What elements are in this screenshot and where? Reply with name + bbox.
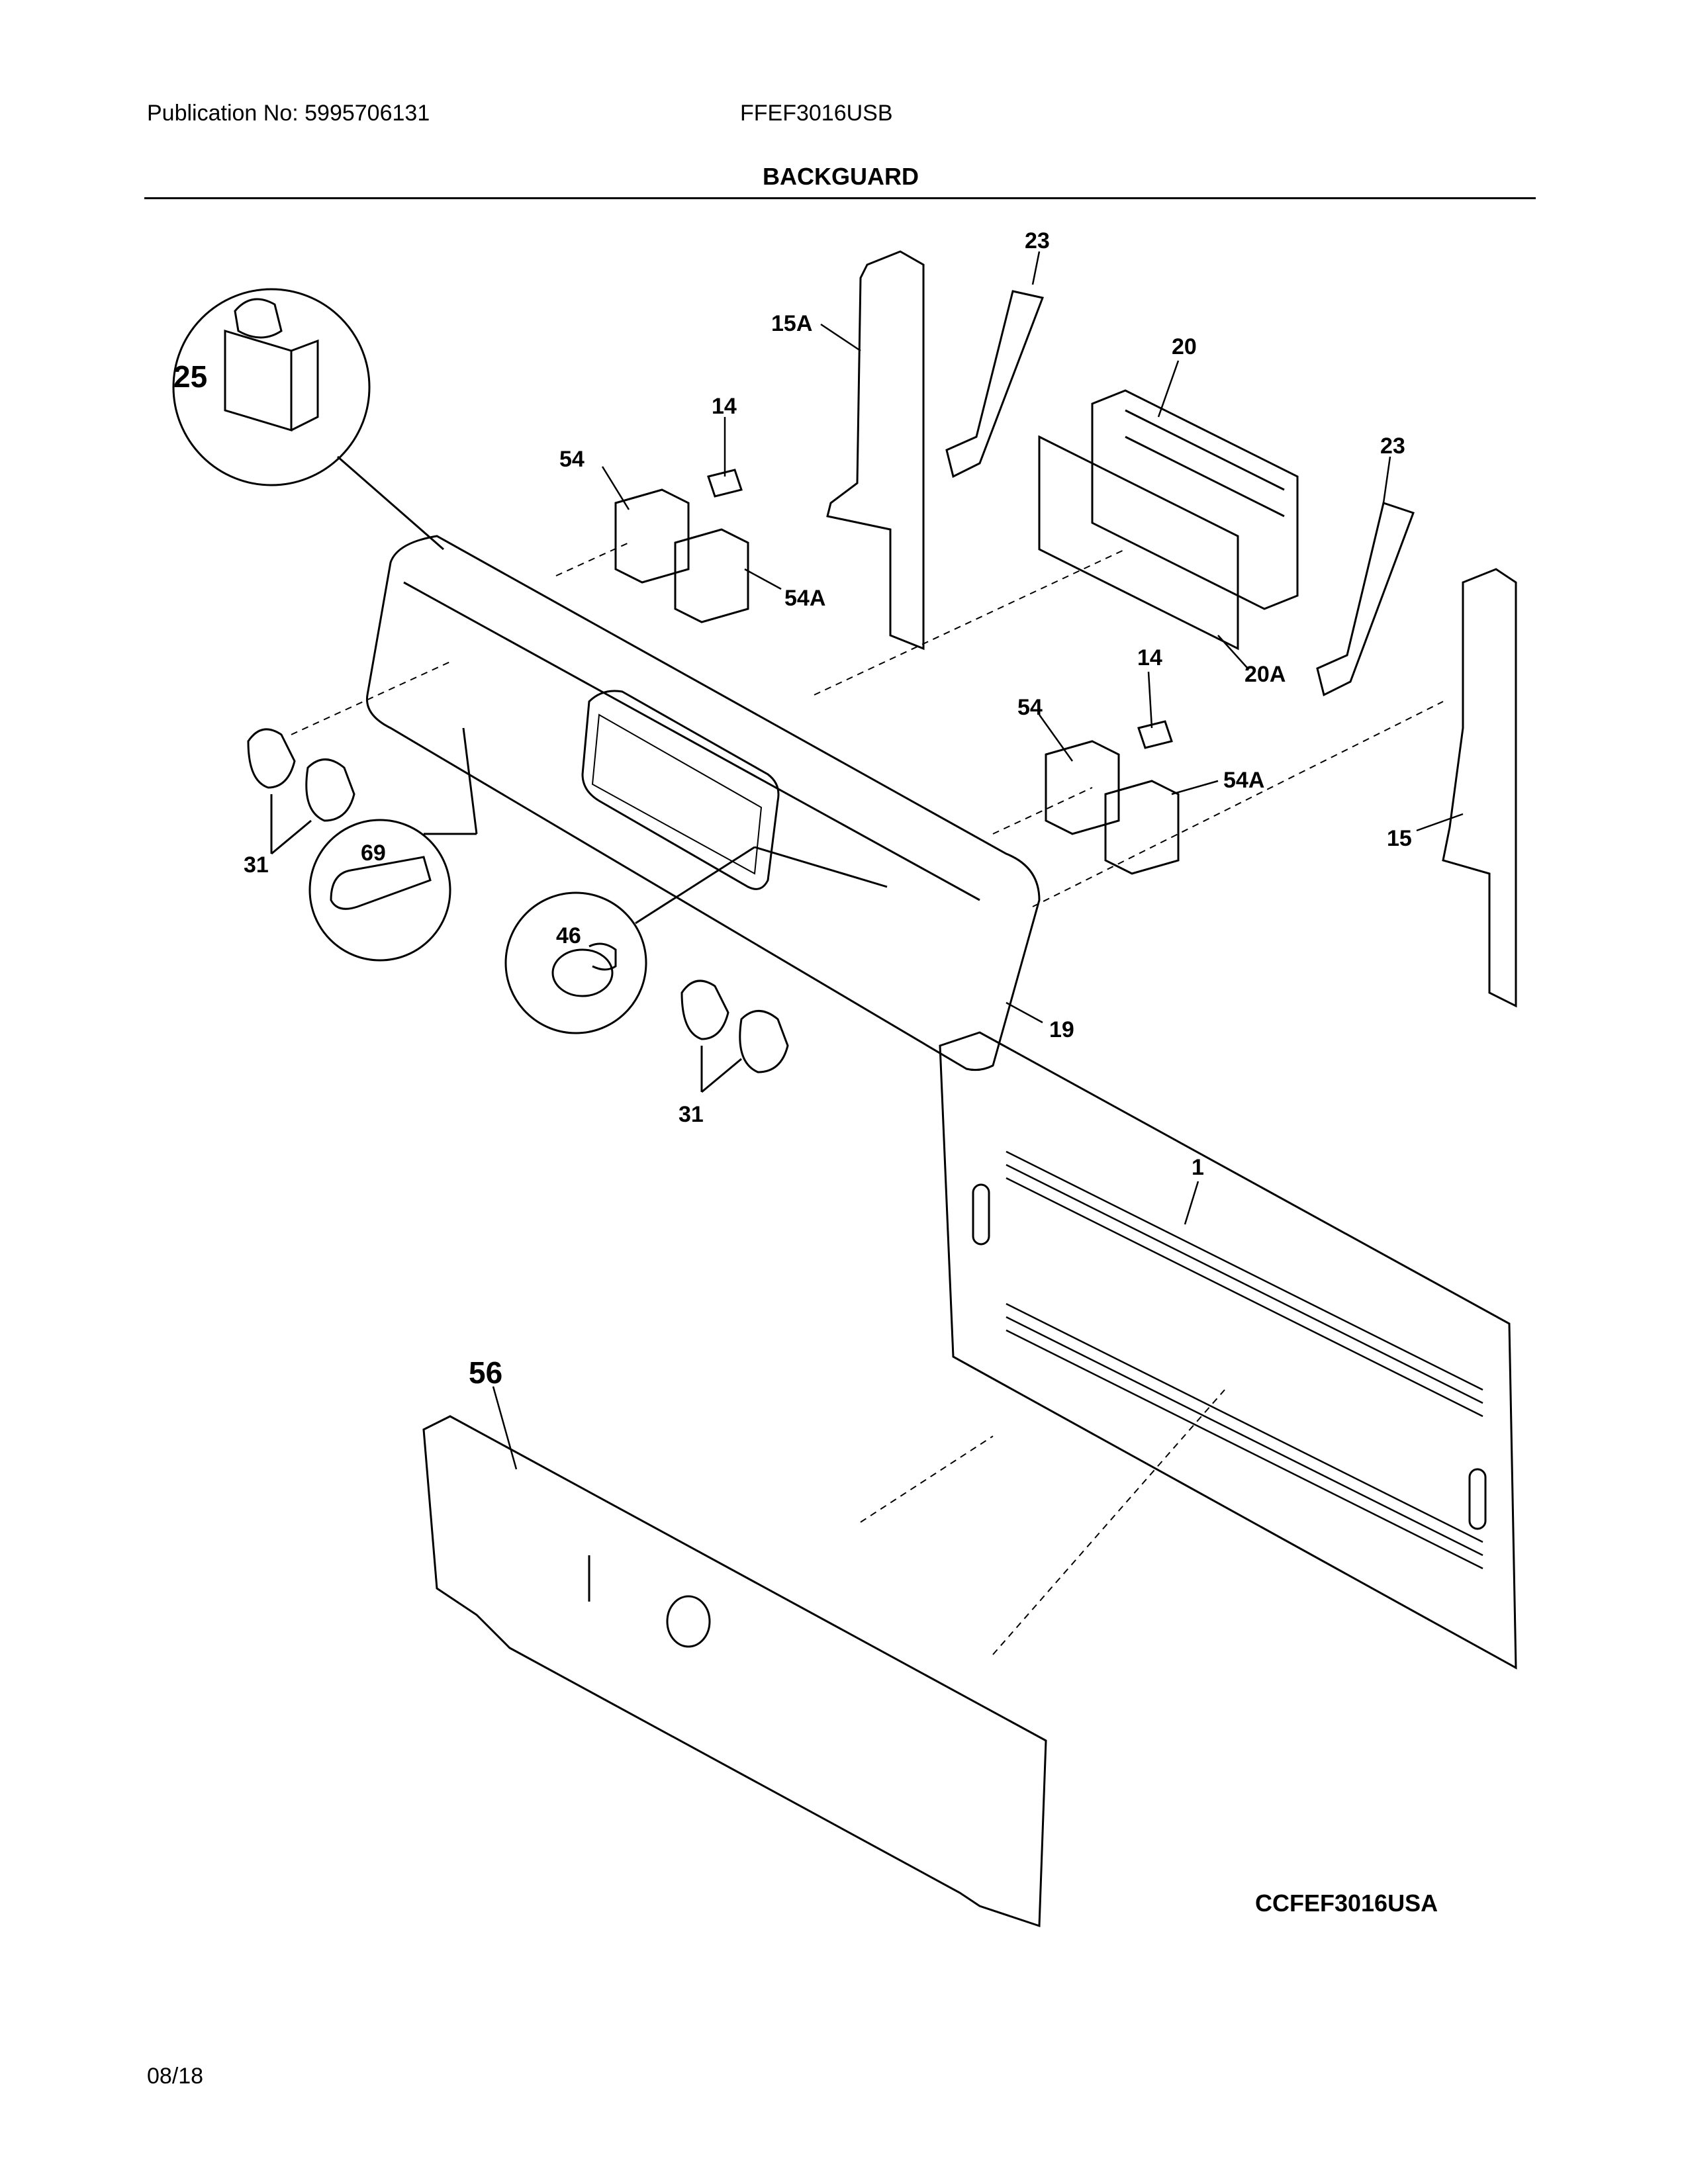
callout-labels: 25 15A 23 20 14 54 23 54A 20A 14 54 54A … — [173, 228, 1412, 1390]
drawing-code: CCFEF3016USA — [1255, 1889, 1438, 1917]
callout-1: 1 — [1192, 1155, 1204, 1180]
lower-panel-56 — [422, 1415, 1047, 1928]
callout-14-lower: 14 — [1137, 645, 1162, 670]
revision-date: 08/18 — [147, 2064, 204, 2089]
header-rule — [144, 197, 1536, 199]
callout-54A-top: 54A — [784, 586, 825, 611]
callout-15: 15 — [1387, 826, 1412, 851]
alignment-lines — [291, 542, 1444, 1655]
model-number: FFEF3016USB — [740, 101, 893, 126]
bracket-15A — [826, 250, 925, 651]
switches-lower — [1045, 720, 1180, 875]
callout-54-lower: 54 — [1017, 695, 1043, 720]
callout-54-top: 54 — [559, 447, 585, 472]
callout-31-bottom: 31 — [679, 1102, 704, 1127]
callout-56: 56 — [469, 1355, 502, 1390]
callout-54A-lower: 54A — [1223, 768, 1264, 793]
end-cap-23-top — [945, 290, 1045, 478]
detail-circle-25 — [172, 288, 444, 551]
detail-circle-46 — [504, 846, 888, 1034]
callout-20: 20 — [1172, 334, 1197, 359]
leader-lines — [492, 251, 1464, 1470]
back-panel-1 — [939, 1031, 1517, 1670]
callout-25: 25 — [173, 359, 207, 394]
callout-31-left: 31 — [244, 852, 269, 878]
backguard-panel-19 — [365, 535, 1041, 1071]
callout-14-top: 14 — [712, 394, 737, 419]
bracket-15 — [1442, 568, 1517, 1008]
callout-23-right: 23 — [1380, 433, 1405, 459]
switches-upper — [614, 469, 749, 623]
control-knobs-31-left — [247, 728, 355, 855]
callout-15A: 15A — [771, 311, 812, 336]
end-cap-23-right — [1316, 502, 1415, 697]
callout-19: 19 — [1049, 1017, 1074, 1042]
overlay-20A — [1038, 435, 1239, 651]
detail-circle-69 — [308, 727, 478, 962]
control-knobs-31-bottom — [680, 979, 789, 1093]
publication-number: Publication No: 5995706131 — [147, 101, 430, 126]
callout-46: 46 — [556, 923, 581, 948]
section-title: BACKGUARD — [763, 163, 919, 190]
callout-23-top: 23 — [1025, 228, 1050, 253]
callout-69: 69 — [361, 841, 386, 866]
control-board-20 — [1091, 389, 1299, 610]
callout-20A: 20A — [1244, 662, 1286, 687]
